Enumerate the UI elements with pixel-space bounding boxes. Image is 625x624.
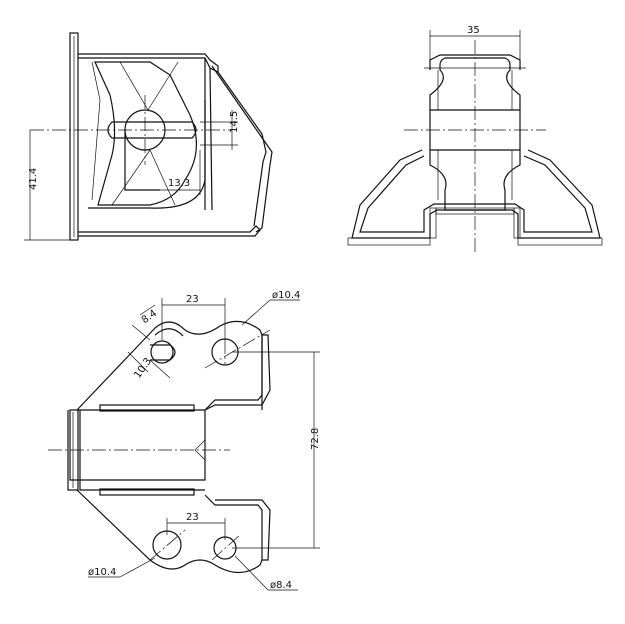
top-upper-hole-dia-label: ø10.4: [272, 290, 300, 301]
top-lower-right-hole-dia-label: ø8.4: [270, 580, 292, 591]
side-slot: [107, 121, 197, 139]
top-upper-spacing-label: 23: [186, 294, 199, 305]
front-view: 35: [347, 25, 603, 255]
side-slot-height-label: 14.5: [229, 111, 240, 133]
side-rubber-insert: [94, 61, 198, 206]
side-lower-flange: [78, 225, 261, 237]
side-view: 41.4 14.5 13.3: [24, 32, 273, 241]
front-width-label: 35: [467, 25, 480, 36]
front-base-right: [517, 237, 603, 246]
side-bracket-edge: [211, 65, 273, 233]
top-lower-ear: [76, 489, 263, 574]
side-slot-width-label: 13.3: [168, 178, 190, 189]
top-view: 23 ø10.4 8.4 10.3 72.8 23 ø10.4 ø8.4: [48, 290, 321, 591]
side-upper-flange: [78, 53, 219, 73]
top-slot-width-label: 8.4: [140, 308, 159, 326]
top-lower-left-hole-dia-label: ø10.4: [88, 567, 116, 578]
front-base-left: [347, 237, 431, 246]
side-height-label: 41.4: [28, 168, 39, 190]
top-vertical-spacing-label: 72.8: [310, 428, 321, 450]
top-upper-ear: [76, 320, 263, 411]
top-lower-spacing-label: 23: [186, 512, 199, 523]
